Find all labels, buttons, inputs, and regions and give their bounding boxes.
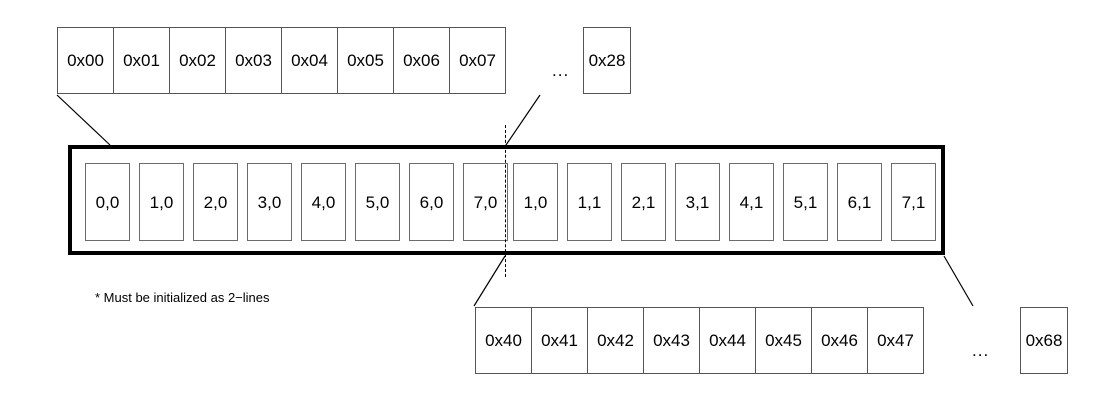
address-cell-top-3: 0x03 <box>225 27 282 94</box>
cache-cell-9: 1,1 <box>567 163 612 241</box>
address-cell-top-2: 0x02 <box>169 27 226 94</box>
footnote-text: * Must be initialized as 2−lines <box>95 290 270 305</box>
address-cell-top-0: 0x00 <box>57 27 114 94</box>
address-cell-bottom-6: 0x46 <box>811 307 868 374</box>
cache-cell-11: 3,1 <box>675 163 720 241</box>
address-cell-top-1: 0x01 <box>113 27 170 94</box>
leader-top-left <box>56 94 111 146</box>
leader-bottom-left <box>473 255 506 307</box>
cache-cell-13: 5,1 <box>783 163 828 241</box>
address-cell-bottom-5: 0x45 <box>755 307 812 374</box>
address-cell-bottom-3: 0x43 <box>643 307 700 374</box>
address-cell-bottom-1: 0x41 <box>531 307 588 374</box>
bottom-ellipsis: ... <box>972 341 990 360</box>
cache-cell-1: 1,0 <box>139 163 184 241</box>
address-cell-bottom-4: 0x44 <box>699 307 756 374</box>
cache-cell-8: 1,0 <box>513 163 558 241</box>
cache-cell-14: 6,1 <box>837 163 882 241</box>
cache-cell-4: 4,0 <box>301 163 346 241</box>
cache-cell-5: 5,0 <box>355 163 400 241</box>
cache-cell-7: 7,0 <box>463 163 508 241</box>
cache-cell-12: 4,1 <box>729 163 774 241</box>
address-cell-top-7: 0x07 <box>449 27 506 94</box>
address-cell-top-5: 0x05 <box>337 27 394 94</box>
leader-top-right <box>505 94 541 146</box>
cache-cell-2: 2,0 <box>193 163 238 241</box>
leader-bottom-right <box>943 255 974 307</box>
address-cell-bottom-0: 0x40 <box>475 307 532 374</box>
address-cell-top-6: 0x06 <box>393 27 450 94</box>
address-cell-top-4: 0x04 <box>281 27 338 94</box>
address-cell-bottom-2: 0x42 <box>587 307 644 374</box>
bottom-tail-address-0x68: 0x68 <box>1020 307 1068 374</box>
cache-cell-15: 7,1 <box>891 163 936 241</box>
cache-cell-6: 6,0 <box>409 163 454 241</box>
cache-cell-10: 2,1 <box>621 163 666 241</box>
top-ellipsis: ... <box>552 61 570 80</box>
cache-line-split-divider <box>505 125 506 277</box>
top-tail-address-0x28: 0x28 <box>583 27 631 94</box>
cache-cell-0: 0,0 <box>85 163 130 241</box>
address-cell-bottom-7: 0x47 <box>867 307 924 374</box>
cache-cell-3: 3,0 <box>247 163 292 241</box>
